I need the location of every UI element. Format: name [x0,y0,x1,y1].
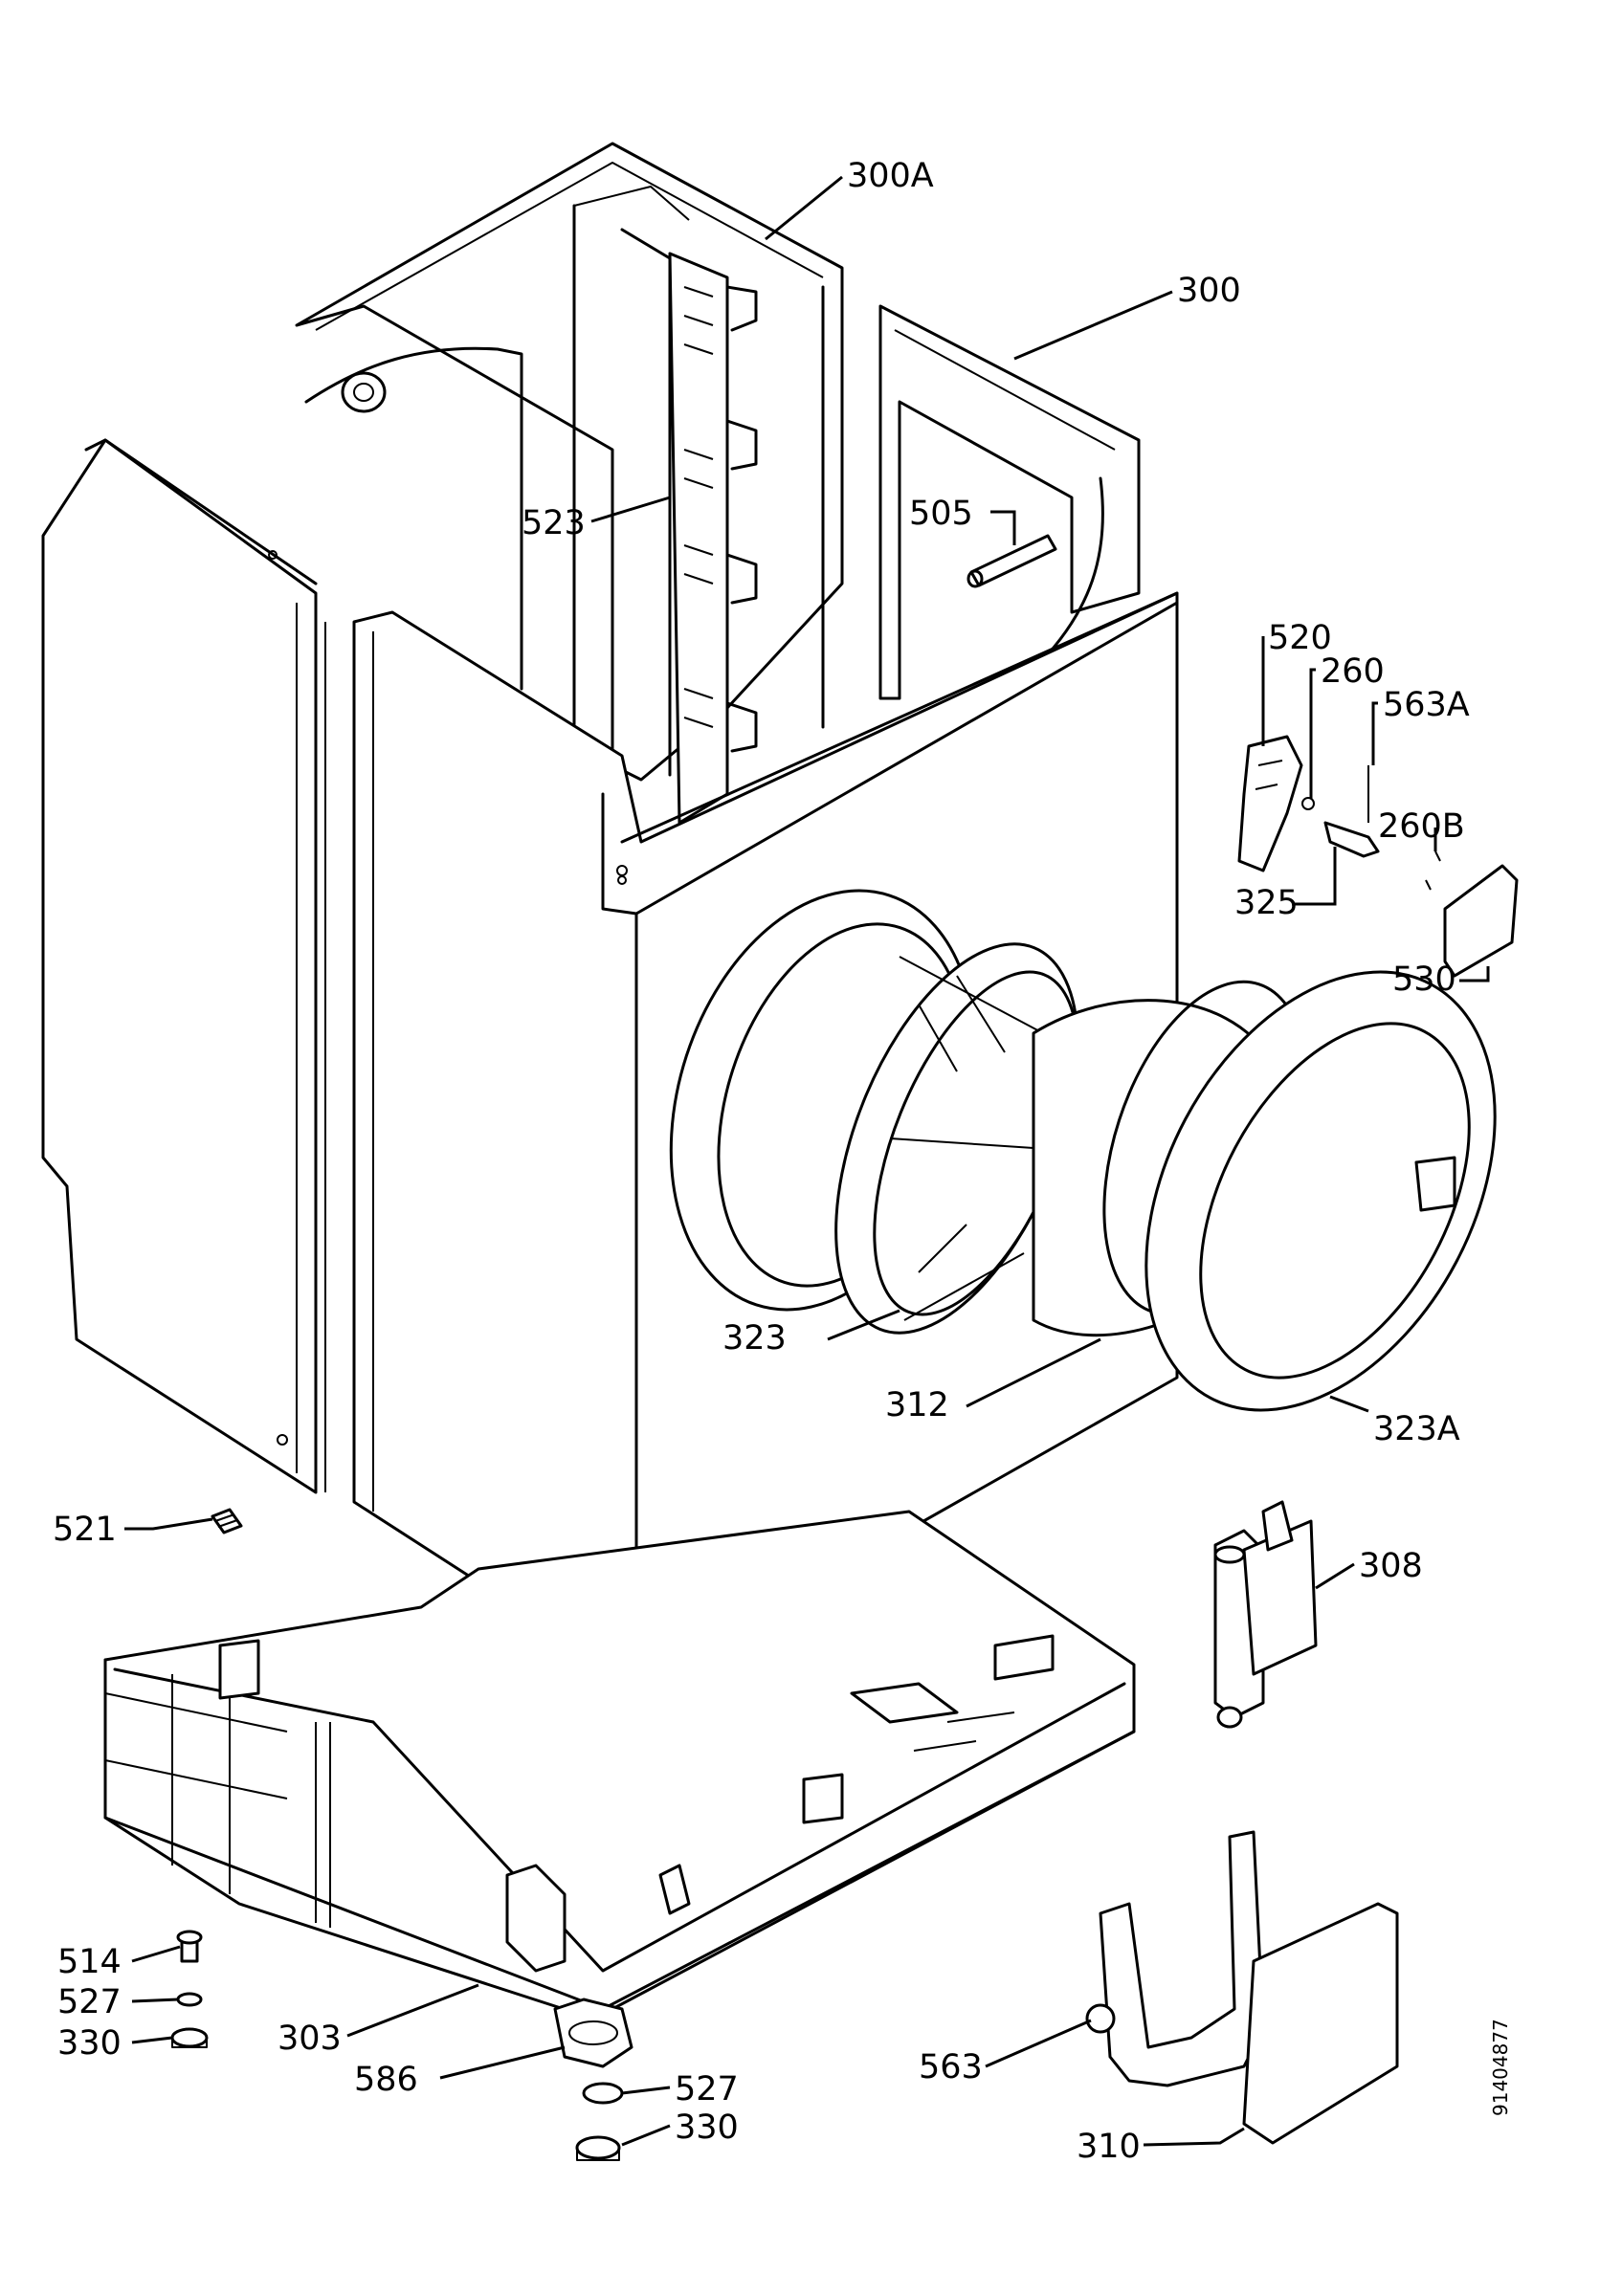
door-ring-323a [1144,970,1497,1412]
leader-300 [1013,290,1173,361]
leader-303 [346,1983,479,2038]
leader-563a [1371,701,1378,765]
part-labels: 300A 300 523 505 520 260 563A 260B 325 5… [53,157,1512,2166]
washer-527-right [582,2082,624,2105]
leader-586 [439,2045,566,2080]
leader-330-left [131,2036,173,2044]
label-312: 312 [885,1386,949,1424]
base-frame-303 [103,1510,1136,2020]
label-308: 308 [1359,1547,1423,1585]
side-panel-left [41,438,326,1494]
leader-323 [827,1309,900,1341]
label-300a: 300A [847,157,934,195]
label-323: 323 [722,1319,787,1358]
label-523: 523 [522,504,586,542]
leader-325 [1292,847,1337,906]
leader-260 [1309,668,1316,799]
label-330-left: 330 [57,2024,122,2063]
leader-505 [990,510,1016,545]
spring-260 [1301,797,1315,810]
screw-521 [211,1508,243,1534]
washer-527-left [176,1992,203,2007]
foot-330-left [170,2027,209,2048]
leader-527-right [621,2086,671,2095]
drawing-number: 91404877 [1489,2019,1512,2116]
hinge-308 [1213,1500,1318,1729]
leader-563 [985,2019,1092,2068]
label-325: 325 [1234,884,1299,922]
leader-323a [1329,1395,1369,1413]
label-330-right: 330 [675,2108,739,2147]
label-527-left: 527 [57,1983,122,2021]
foot-stack-right [575,2082,624,2161]
label-323a: 323A [1373,1410,1460,1448]
door-seal-323 [669,889,1079,1335]
label-303: 303 [278,2020,342,2058]
plinth-panel-310 [1242,1902,1399,2145]
label-310: 310 [1077,2128,1141,2166]
lever-325 [1323,821,1380,858]
label-260b: 260B [1378,807,1465,846]
label-527-right: 527 [675,2070,739,2108]
label-530: 530 [1392,960,1456,999]
door-lock-assembly [1237,735,1519,978]
label-586: 586 [354,2061,418,2099]
leader-530 [1459,966,1490,982]
leader-523 [590,496,671,523]
label-521: 521 [53,1511,117,1549]
rod-505 [967,534,1057,588]
label-563: 563 [919,2048,983,2086]
lock-cover-520 [1237,735,1303,872]
leader-310 [1143,2127,1245,2147]
lock-plate-530 [1443,864,1519,978]
leader-312 [966,1337,1101,1408]
foot-330-right [575,2135,621,2160]
leader-lines [124,175,1490,2147]
spring-260b [1425,850,1441,891]
label-563a: 563A [1383,686,1470,724]
plinth-bracket-563 [1085,1830,1265,2087]
label-300: 300 [1177,272,1241,310]
label-505: 505 [909,495,973,533]
foot-586 [553,1998,633,2068]
label-514: 514 [57,1943,122,1981]
label-520: 520 [1268,619,1332,657]
leader-521 [124,1517,213,1531]
leader-308 [1315,1562,1355,1590]
label-260: 260 [1321,652,1385,691]
leader-330-right [621,2124,671,2147]
leader-514 [131,1945,181,1963]
leader-300a [765,175,843,241]
leader-527-left [131,1998,179,2003]
